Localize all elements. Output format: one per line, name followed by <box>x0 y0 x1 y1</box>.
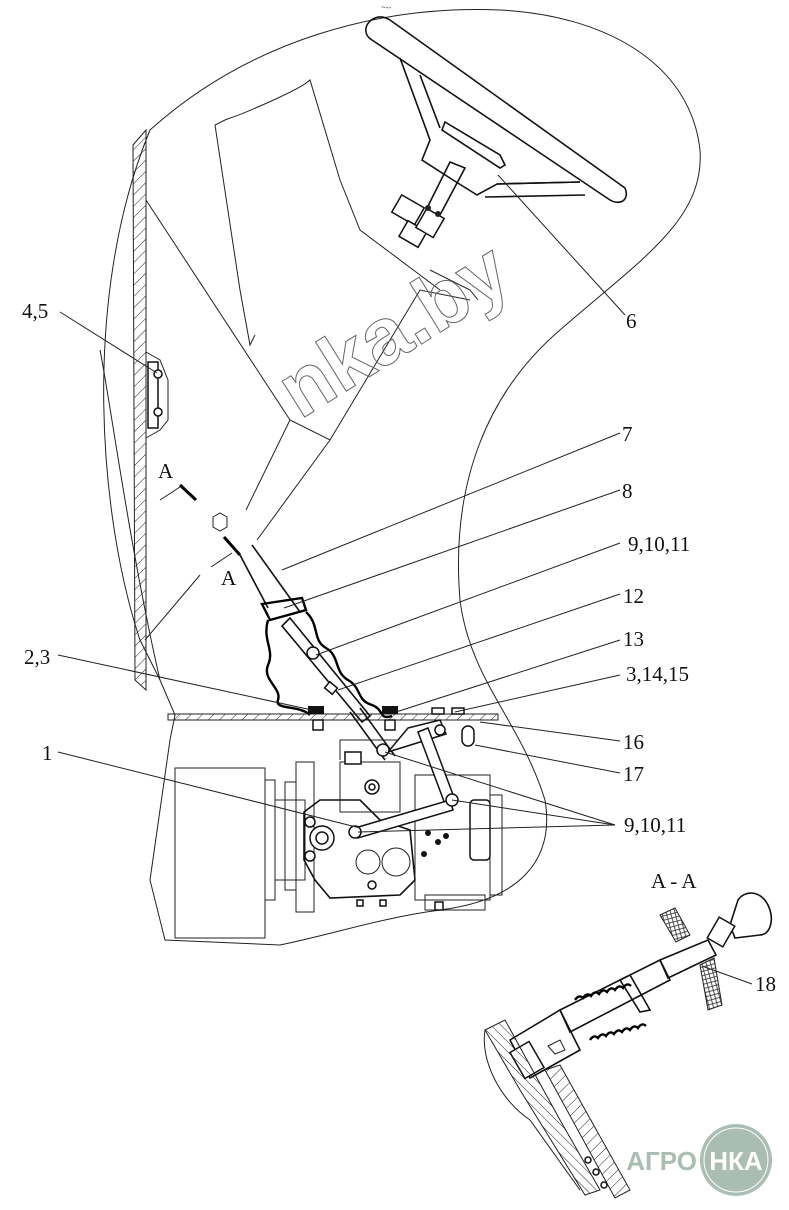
bracket-4-5 <box>145 351 169 439</box>
callout-labels: 4,5 6 7 8 9,10,11 12 13 3,14,15 2,3 16 1… <box>22 299 776 996</box>
callout-9-10-11-top: 9,10,11 <box>628 532 690 556</box>
steering-wheel <box>365 16 628 249</box>
callout-16: 16 <box>623 730 644 754</box>
hydraulic-pump <box>174 739 503 939</box>
callout-7: 7 <box>622 422 633 446</box>
callout-17: 17 <box>623 762 644 786</box>
callout-1: 1 <box>42 741 53 765</box>
leader-lines <box>57 174 753 985</box>
section-a-a-detail <box>483 892 772 1199</box>
callout-6: 6 <box>626 309 637 333</box>
section-marker-upper: A <box>158 459 198 502</box>
callout-12: 12 <box>623 584 644 608</box>
logo-text-left: АГРО <box>626 1146 697 1176</box>
floor-plate <box>167 706 499 731</box>
linkage-arms <box>348 719 475 839</box>
cabin-outline <box>99 9 701 946</box>
callout-13: 13 <box>623 627 644 651</box>
callout-9-10-11-bottom: 9,10,11 <box>624 813 686 837</box>
logo-text-right: НКА <box>709 1146 763 1176</box>
callout-18: 18 <box>755 972 776 996</box>
callout-2-3: 2,3 <box>24 645 50 669</box>
callout-3-14-15: 3,14,15 <box>626 662 689 686</box>
section-title: A - A <box>651 869 697 893</box>
callout-8: 8 <box>622 479 633 503</box>
callout-4-5: 4,5 <box>22 299 48 323</box>
watermark-text: nka.by <box>262 224 525 434</box>
section-letter-a-upper: A <box>158 459 174 483</box>
agronka-logo: АГРО НКА <box>626 1124 772 1196</box>
top-mark: ~-- <box>381 3 391 12</box>
seat-console <box>144 79 479 641</box>
cabin-wall-section <box>132 128 147 692</box>
section-marker-lower: A <box>210 512 242 590</box>
section-letter-a-lower: A <box>221 566 237 590</box>
